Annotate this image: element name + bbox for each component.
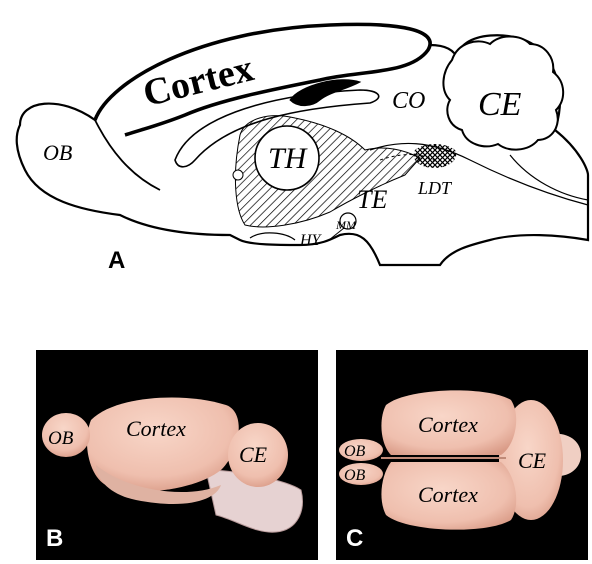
label-co: CO (392, 88, 425, 114)
dorsal-brain-illustration: Cortex Cortex OB OB CE C (336, 350, 588, 560)
label-c-ce: CE (518, 448, 547, 473)
panel-letter-c: C (346, 525, 363, 552)
label-c-ob-top: OB (344, 443, 366, 460)
lateral-brain-illustration: OB Cortex CE B (36, 350, 318, 560)
label-c-cortex-bottom: Cortex (418, 482, 478, 507)
small-nucleus (233, 170, 243, 180)
label-c-ob-bottom: OB (344, 467, 366, 484)
label-c-cortex-top: Cortex (418, 412, 478, 437)
panel-b-lateral-photo: OB Cortex CE B (36, 350, 318, 560)
panel-letter-b: B (46, 525, 63, 552)
sagittal-brain-drawing: Cortex OB TH CO CE TE LDT MM HY A (0, 0, 592, 290)
label-ldt: LDT (417, 178, 453, 198)
label-th: TH (268, 142, 309, 175)
label-ce: CE (478, 86, 522, 123)
label-b-ob: OB (48, 428, 74, 449)
panel-c-dorsal-photo: Cortex Cortex OB OB CE C (336, 350, 588, 560)
label-b-cortex: Cortex (126, 416, 186, 441)
label-hy: HY (299, 232, 323, 249)
label-ob: OB (43, 140, 72, 165)
label-mm: MM (335, 218, 357, 232)
label-te: TE (357, 185, 387, 214)
panel-letter-a: A (108, 247, 125, 274)
label-b-ce: CE (239, 442, 268, 467)
panel-a-sagittal-diagram: Cortex OB TH CO CE TE LDT MM HY A (0, 0, 592, 290)
